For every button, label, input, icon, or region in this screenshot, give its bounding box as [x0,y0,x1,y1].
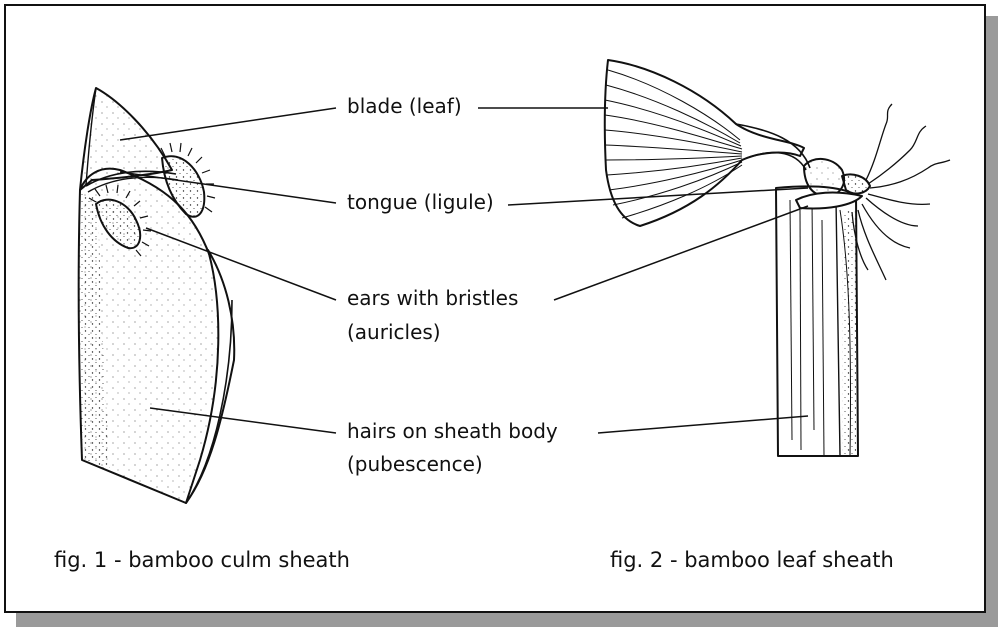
label-ears: ears with bristles [347,286,518,310]
culm-sheath-drawing [79,88,235,503]
label-hairs-sub: (pubescence) [347,452,483,476]
leaf-auricle [842,174,870,193]
leaf-blade [605,60,804,226]
caption-fig1: fig. 1 - bamboo culm sheath [54,548,350,572]
caption-fig2: fig. 2 - bamboo leaf sheath [610,548,894,572]
label-hairs: hairs on sheath body [347,419,558,443]
leaf-sheath-drawing [605,60,870,456]
leaf-bristles [852,104,950,280]
label-blade: blade (leaf) [347,94,462,118]
label-ears-sub: (auricles) [347,320,441,344]
label-tongue: tongue (ligule) [347,190,494,214]
